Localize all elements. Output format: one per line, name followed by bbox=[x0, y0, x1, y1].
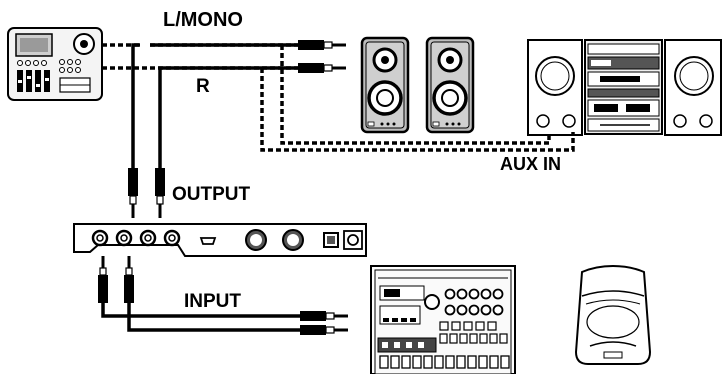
output-label: OUTPUT bbox=[172, 184, 251, 205]
l-mono-label: L/MONO bbox=[163, 9, 243, 31]
machine-plug-r bbox=[300, 325, 348, 335]
output-plug-l bbox=[128, 168, 138, 218]
cd-player-icon bbox=[574, 264, 652, 365]
stereo-system-icon bbox=[527, 39, 722, 136]
output-plug-r bbox=[155, 168, 165, 218]
output-cables bbox=[131, 43, 300, 168]
aux-in-lines bbox=[260, 45, 575, 152]
r-label: R bbox=[196, 76, 210, 97]
monitor-speaker-right bbox=[425, 36, 475, 134]
aux-in-label: AUX IN bbox=[500, 154, 562, 174]
input-label: INPUT bbox=[184, 291, 241, 312]
input-plug-r bbox=[124, 256, 134, 303]
speaker-plug-l bbox=[298, 40, 346, 50]
multitrack-recorder-icon bbox=[7, 27, 103, 101]
speaker-plug-r bbox=[298, 63, 346, 73]
rhythm-machine-icon bbox=[370, 265, 516, 374]
monitor-speaker-left bbox=[360, 36, 410, 134]
audio-interface-icon bbox=[73, 223, 367, 257]
input-cables bbox=[101, 302, 302, 332]
input-plug-l bbox=[98, 256, 108, 303]
machine-plug-l bbox=[300, 311, 348, 321]
